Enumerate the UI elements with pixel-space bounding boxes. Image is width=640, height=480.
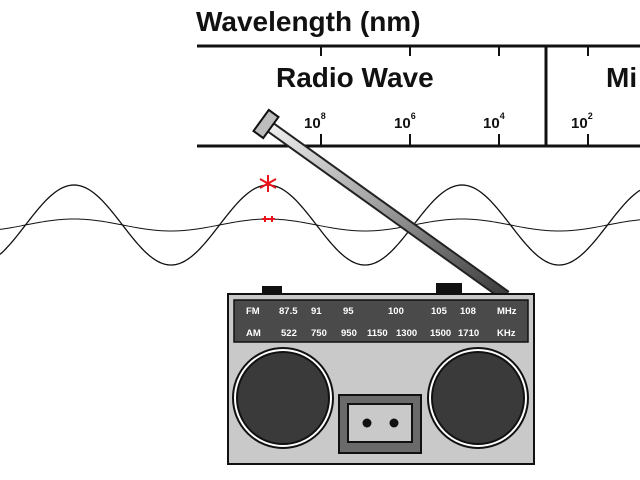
right-speaker bbox=[431, 351, 525, 445]
tick-label-1e8: 108 bbox=[304, 111, 326, 132]
band-label-microwave: Mi bbox=[606, 62, 638, 93]
fm-freq: 108 bbox=[460, 306, 476, 317]
small-amplitude-wave bbox=[0, 218, 640, 232]
red-star-marker bbox=[259, 175, 277, 192]
am-freq: 1710 bbox=[458, 328, 480, 339]
fm-unit: MHz bbox=[497, 306, 517, 317]
radio-button-right bbox=[436, 283, 462, 294]
fm-band-label: FM bbox=[246, 306, 260, 317]
am-freq: 750 bbox=[311, 328, 327, 339]
tuning-dial-panel bbox=[233, 299, 529, 343]
antenna-tip bbox=[252, 108, 280, 140]
am-freq: 1300 bbox=[396, 328, 418, 339]
antenna bbox=[252, 108, 510, 301]
am-band-label: AM bbox=[246, 328, 261, 339]
am-freq: 1150 bbox=[367, 328, 388, 339]
cassette-reel-left bbox=[362, 418, 372, 428]
tick-label-1e2: 102 bbox=[571, 111, 593, 132]
radio-button-left bbox=[262, 286, 282, 294]
fm-freq: 105 bbox=[431, 306, 447, 317]
band-label-radio-wave: Radio Wave bbox=[276, 62, 434, 93]
radio bbox=[227, 283, 535, 465]
wavelength-scale bbox=[197, 44, 640, 148]
am-unit: KHz bbox=[497, 328, 516, 339]
fm-freq: 91 bbox=[311, 306, 322, 317]
tick-label-1e6: 106 bbox=[394, 111, 416, 132]
fm-freq: 95 bbox=[343, 306, 354, 317]
large-amplitude-wave bbox=[0, 184, 640, 266]
fm-freq: 87.5 bbox=[279, 306, 298, 317]
am-freq: 522 bbox=[281, 328, 297, 339]
cassette-window bbox=[347, 403, 413, 443]
left-speaker bbox=[236, 351, 330, 445]
cassette-reel-right bbox=[389, 418, 399, 428]
am-freq: 950 bbox=[341, 328, 357, 339]
fm-freq: 100 bbox=[388, 306, 404, 317]
red-small-marker bbox=[262, 216, 275, 222]
am-freq: 1500 bbox=[430, 328, 452, 339]
axis-title: Wavelength (nm) bbox=[196, 6, 421, 37]
tick-label-1e4: 104 bbox=[483, 111, 505, 132]
